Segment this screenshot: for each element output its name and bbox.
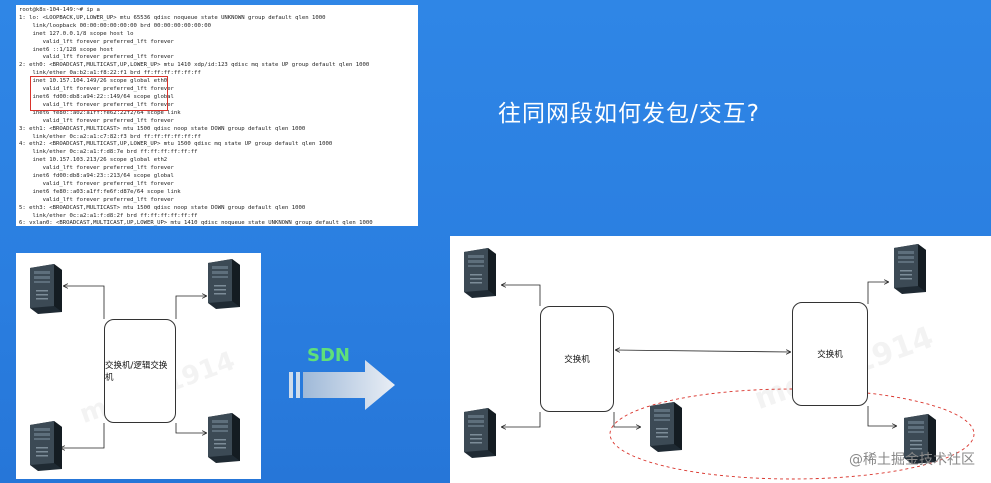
terminal-line: 1: lo: <LOOPBACK,UP,LOWER_UP> mtu 65536 …: [19, 14, 326, 21]
switch-label: 交换机: [564, 355, 590, 365]
terminal-line: valid_lft forever preferred_lft forever: [19, 86, 174, 93]
terminal-line: link/ether 0c:a2:a1:f:d8:2f brd ff:ff:ff…: [19, 212, 198, 219]
terminal-line: link/ether 0c:a2:a1:c7:82:f3 brd ff:ff:f…: [19, 133, 201, 140]
terminal-line: 5: eth3: <BROADCAST,MULTICAST> mtu 1500 …: [19, 204, 306, 211]
terminal-line: link/ether 0c:a2:a1:f:d8:7e brd ff:ff:ff…: [19, 149, 198, 156]
server-icon: [26, 262, 64, 314]
terminal-line: inet 10.157.104.149/26 scope global eth0: [19, 78, 168, 85]
terminal-line: 6: vxlan0: <BROADCAST,MULTICAST,UP,LOWER…: [19, 220, 373, 226]
sdn-arrow-icon: [289, 360, 395, 410]
terminal-line: inet6 fe80::a03:a1ff:fe6f:d87e/64 scope …: [19, 188, 181, 195]
server-icon: [890, 242, 928, 294]
server-icon: [900, 412, 938, 464]
server-icon: [460, 246, 498, 298]
terminal-line: link/loopback 00:00:00:00:00:00 brd 00:0…: [19, 22, 211, 29]
server-icon: [646, 400, 684, 452]
terminal-line: 4: eth2: <BROADCAST,MULTICAST,UP,LOWER_U…: [19, 141, 333, 148]
server-icon: [26, 419, 64, 471]
switch-box-right: 交换机: [792, 302, 868, 406]
terminal-line: valid_lft forever preferred_lft forever: [19, 180, 174, 187]
terminal-line: inet 10.157.103.213/26 scope global eth2: [19, 157, 168, 164]
right-network-diagram: moon 1914 交换机 交换机: [450, 236, 991, 483]
terminal-line: inet6 fe80::a02:a1ff:fe62:22f2/64 scope …: [19, 109, 181, 116]
switch-label: 交换机: [817, 350, 843, 360]
slide-title: 往同网段如何发包/交互?: [498, 101, 760, 127]
terminal-line: valid_lft forever preferred_lft forever: [19, 196, 174, 203]
left-diagram-links: [16, 253, 261, 479]
terminal-line: root@k8s-104-149:~# ip a: [19, 7, 100, 13]
terminal-line: valid_lft forever preferred_lft forever: [19, 101, 174, 108]
terminal-line: valid_lft forever preferred_lft forever: [19, 38, 174, 45]
logical-switch-box: 交换机/逻辑交换机: [104, 319, 176, 423]
terminal-line: valid_lft forever preferred_lft forever: [19, 117, 174, 124]
terminal-line: 2: eth0: <BROADCAST,MULTICAST,UP,LOWER_U…: [19, 62, 370, 69]
terminal-line: 3: eth1: <BROADCAST,MULTICAST> mtu 1500 …: [19, 125, 306, 132]
terminal-line: link/ether 0a:b2:a1:f8:22:f1 brd ff:ff:f…: [19, 70, 201, 77]
ip-highlight-box: [30, 76, 168, 111]
terminal-line: inet6 fd00:db8:a94:23::213/64 scope glob…: [19, 173, 174, 180]
switch-box-left: 交换机: [540, 306, 614, 412]
terminal-line: valid_lft forever preferred_lft forever: [19, 165, 174, 172]
terminal-line: inet 127.0.0.1/8 scope host lo: [19, 30, 134, 37]
switch-label: 交换机/逻辑交换机: [105, 361, 168, 383]
server-icon: [204, 411, 242, 463]
server-icon: [460, 406, 498, 458]
left-network-diagram: moon 1914 交换机/逻辑交换机: [16, 253, 261, 479]
terminal-line: inet6 fd00:db8:a94:22::149/64 scope glob…: [19, 93, 174, 100]
server-icon: [204, 257, 242, 309]
site-watermark: @稀土掘金技术社区: [849, 452, 975, 468]
sdn-label: SDN: [307, 345, 350, 366]
terminal-line: inet6 ::1/128 scope host: [19, 46, 114, 53]
terminal-line: valid_lft forever preferred_lft forever: [19, 54, 174, 61]
